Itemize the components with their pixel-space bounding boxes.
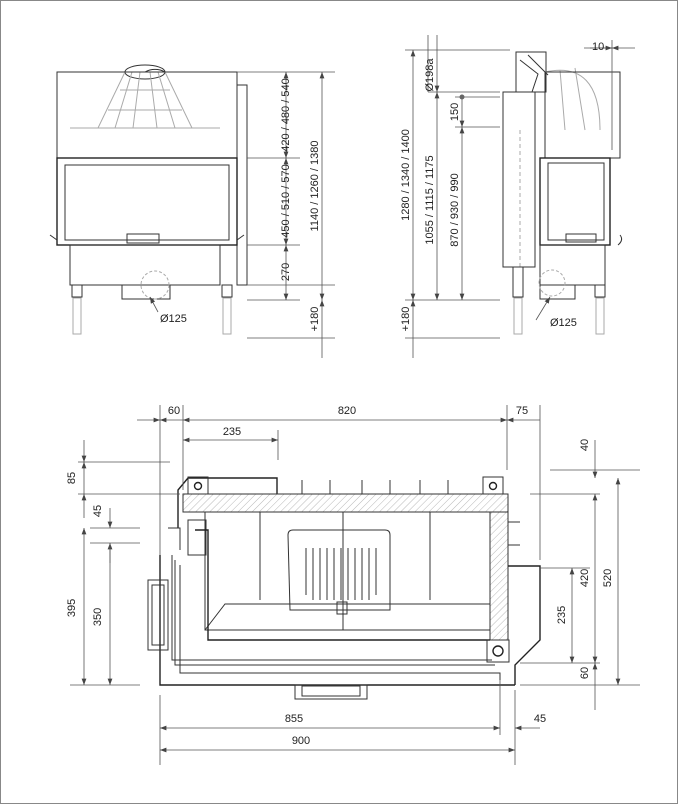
base: [69, 244, 221, 286]
door-hinge: [187, 519, 207, 556]
plan-view: 60 820 75 235 85 45 395 350 40 420 520 2…: [66, 405, 640, 765]
side-glass: [547, 162, 605, 241]
side-view: Ø125 1280 / 1340 / 1400 Ø198a 1055 / 111…: [400, 35, 635, 358]
front-view: Ø125 420 / 480 / 540 450 / 510 / 570 270…: [49, 64, 335, 358]
side-outlet-diameter-label: Ø125: [550, 317, 577, 329]
firebox: [204, 511, 491, 631]
dim-right-235: 235: [556, 606, 568, 624]
side-door: [539, 157, 611, 246]
flue-diameter-label: Ø198a: [424, 58, 436, 92]
air-inlet: [121, 284, 171, 300]
leg-extension-label: +180: [309, 307, 321, 332]
door-handle: [126, 233, 160, 244]
dim-150-label: 150: [449, 103, 461, 121]
door-height-label: 450 / 510 / 570: [280, 164, 292, 237]
side-frame: [236, 84, 248, 286]
dim-bottom-900: 900: [292, 735, 310, 747]
side-insulation: [489, 511, 509, 641]
corner-bolt: [492, 645, 504, 657]
dim-top-820: 820: [338, 405, 356, 417]
side-leg-extension-label: +180: [400, 307, 412, 332]
total-height-label: 1140 / 1260 / 1380: [309, 141, 321, 232]
dim-right-60: 60: [579, 667, 591, 679]
front-dimension-lines: [237, 71, 335, 358]
hood-height-label: 420 / 480 / 540: [280, 78, 292, 151]
side-dimension-lines: [405, 35, 635, 358]
grate: [287, 529, 391, 615]
outlet-diameter-label: Ø125: [160, 313, 187, 325]
rear-insulation: [182, 493, 509, 513]
side-base: [539, 244, 606, 286]
side-handle: [147, 579, 169, 651]
flue-height-label: 1055 / 1115 / 1175: [424, 155, 436, 244]
base-height-label: 270: [280, 263, 292, 281]
dim-left-45: 45: [92, 505, 104, 517]
smoke-chamber-ribs: [70, 71, 220, 129]
hood-outline: [56, 71, 238, 159]
rear-bolts: [187, 476, 504, 495]
flue-spigot: [519, 54, 549, 93]
rear-panel: [502, 91, 536, 268]
side-total-height-label: 1280 / 1340 / 1400: [400, 129, 412, 221]
dim-left-395: 395: [66, 599, 78, 617]
plan-dimension-lines: [70, 405, 640, 765]
dim-left-85: 85: [66, 472, 78, 484]
feet: [71, 284, 233, 298]
dim-right-420: 420: [579, 569, 591, 587]
dim-bottom-855: 855: [285, 713, 303, 725]
dim-top-75: 75: [516, 405, 528, 417]
offset-label: 10: [592, 41, 604, 53]
leg-extensions: [72, 297, 232, 335]
dim-bottom-45: 45: [534, 713, 546, 725]
dim-left-350: 350: [92, 608, 104, 626]
glass-pane: [64, 164, 230, 241]
door-frame: [56, 157, 238, 246]
dim-top-235: 235: [223, 426, 241, 438]
dim-top-60: 60: [168, 405, 180, 417]
dim-870-label: 870 / 930 / 990: [449, 173, 461, 246]
top-left-bracket: [188, 477, 278, 494]
front-handle: [294, 684, 368, 700]
dim-right-520: 520: [602, 569, 614, 587]
rear-fins: [301, 480, 449, 494]
dim-right-40: 40: [579, 439, 591, 451]
